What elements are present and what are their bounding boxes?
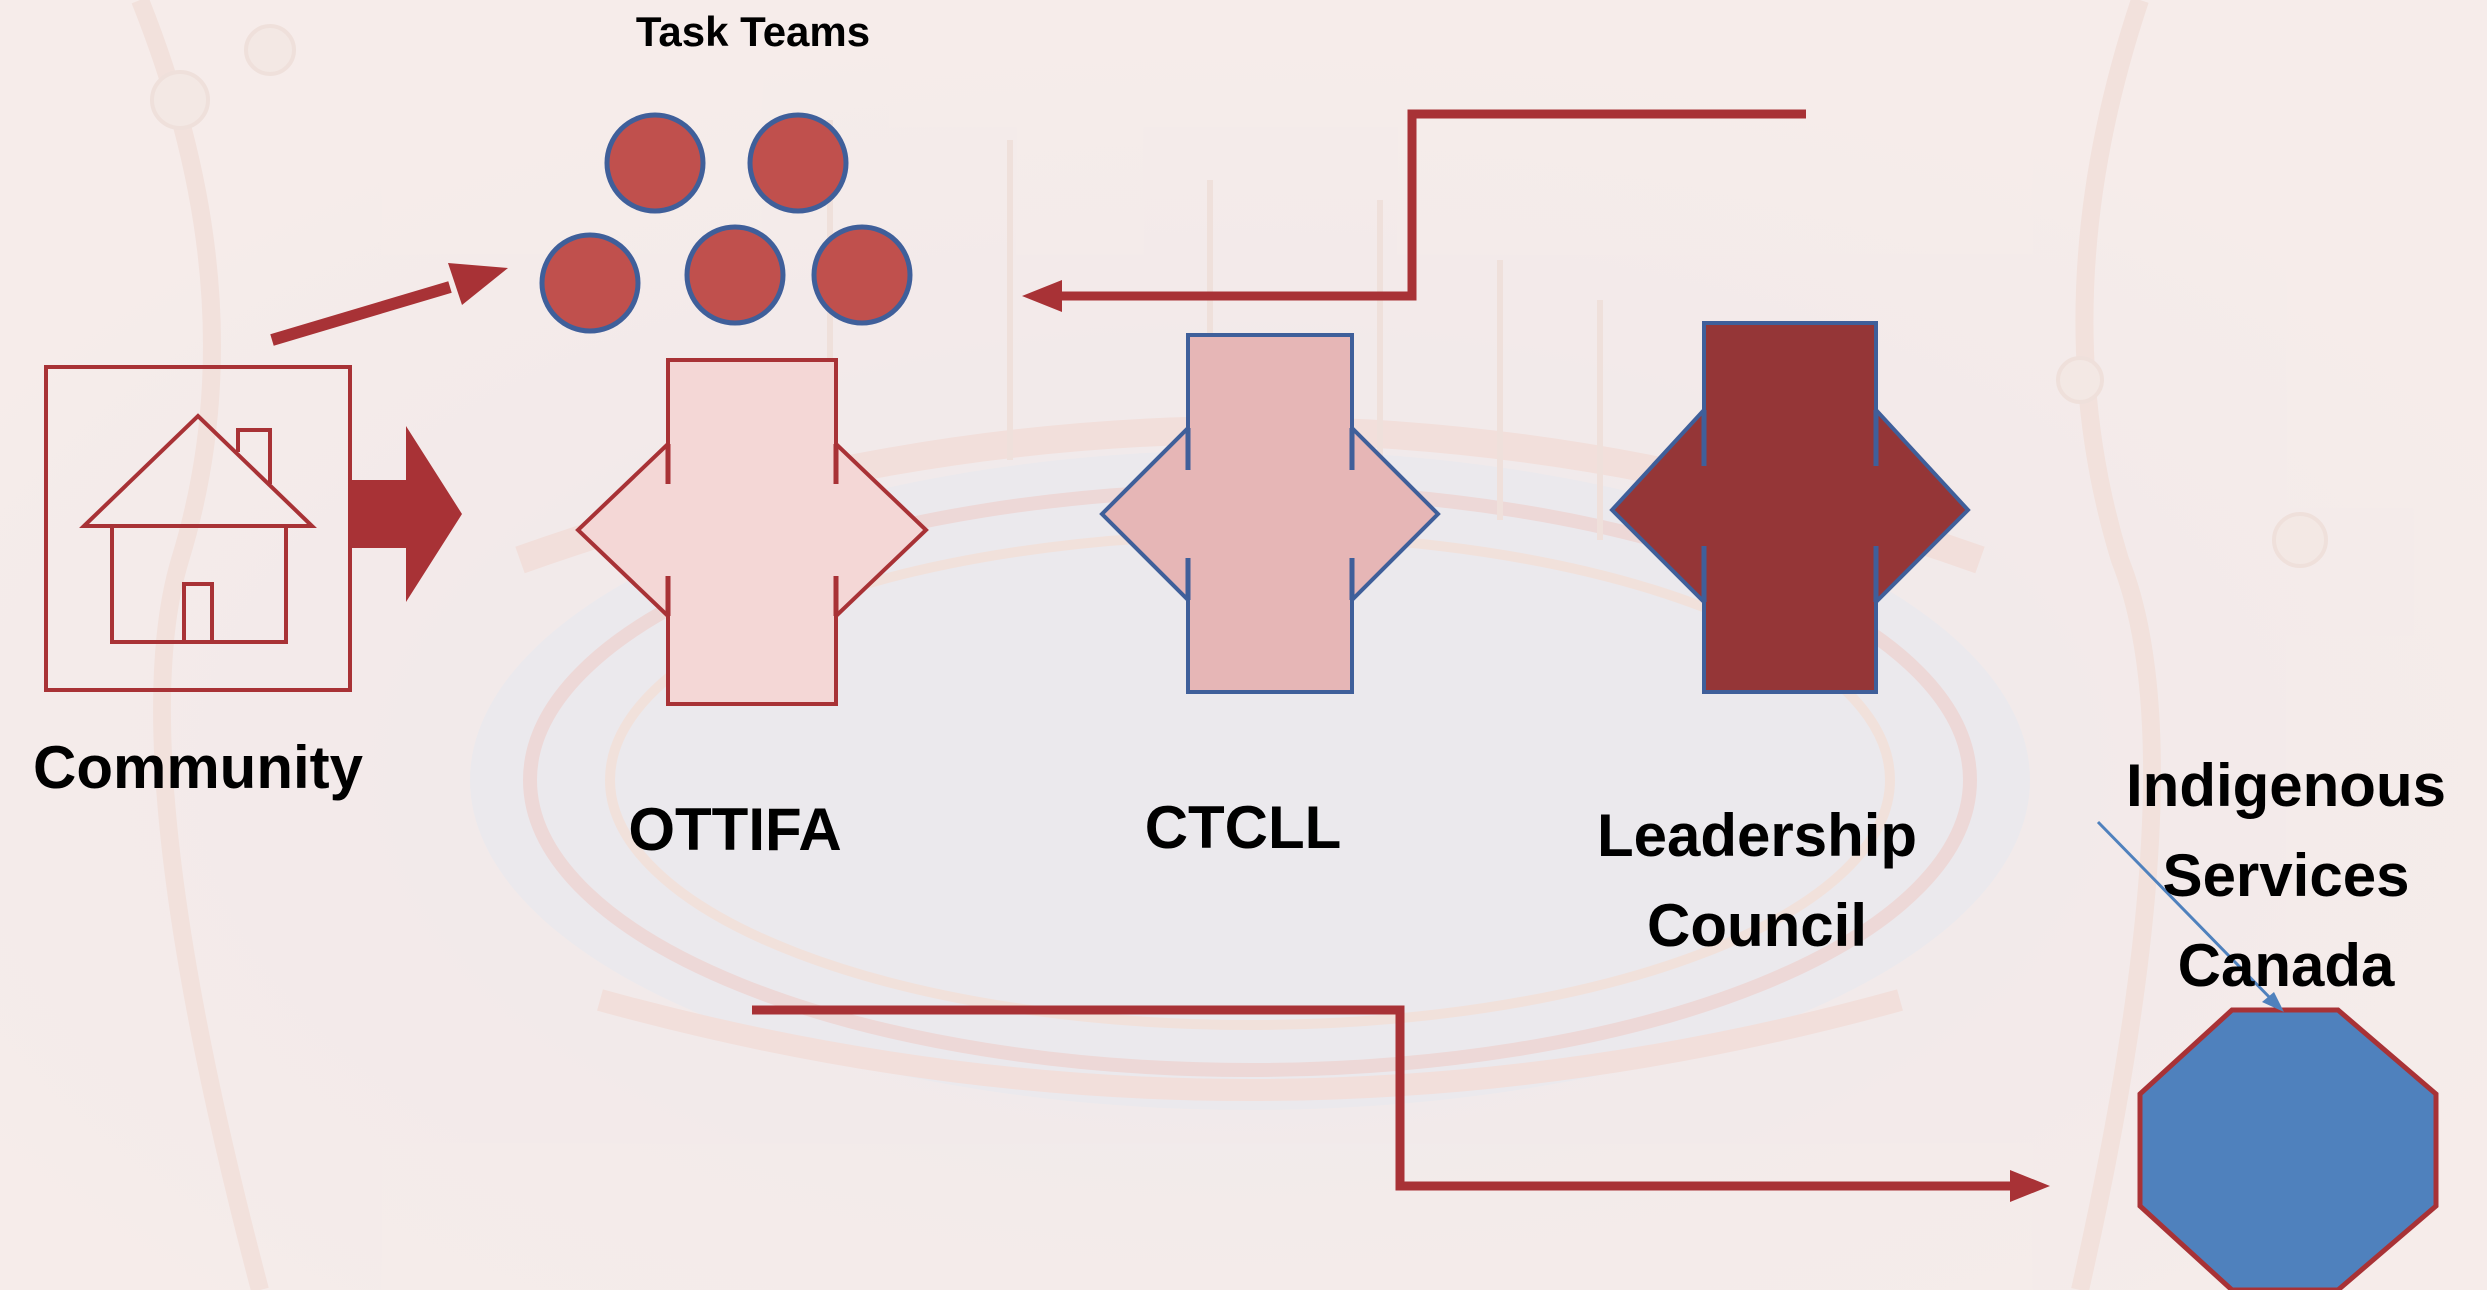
indigenous-services-canada-label-line2: Services: [2163, 842, 2410, 909]
arrow-community-to-task-teams: [270, 263, 508, 346]
ottifa-label: OTTIFA: [628, 796, 841, 863]
connector-line: [2096, 820, 2284, 1012]
leadership-council-label-line1: Leadership: [1597, 802, 1917, 869]
task-teams-label: Task Teams: [636, 8, 870, 55]
task-team-circle: [539, 232, 641, 334]
community-label: Community: [33, 734, 364, 801]
ottifa-double-arrow-icon: [575, 358, 929, 706]
task-team-circle: [684, 224, 786, 326]
arrow-leadership-to-task-teams: [1022, 109, 1806, 312]
arrow-to-indigenous-services-canada: [752, 1005, 2050, 1202]
arrow-community-to-ottifa: [352, 426, 462, 602]
ctcll-label: CTCLL: [1145, 794, 1342, 861]
task-teams-group: [539, 112, 913, 334]
indigenous-services-canada-label-line3: Canada: [2178, 932, 2395, 999]
leadership-council-double-arrow-icon: [1609, 321, 1971, 694]
ctcll-double-arrow-icon: [1099, 333, 1441, 694]
indigenous-services-canada-octagon-icon: [2137, 1007, 2439, 1290]
indigenous-services-canada-label-line1: Indigenous: [2126, 752, 2446, 819]
community-box: [44, 365, 352, 692]
task-team-circle: [747, 112, 849, 214]
house-icon: [79, 413, 317, 644]
leadership-council-label-line2: Council: [1647, 892, 1867, 959]
task-team-circle: [811, 224, 913, 326]
task-team-circle: [604, 112, 706, 214]
